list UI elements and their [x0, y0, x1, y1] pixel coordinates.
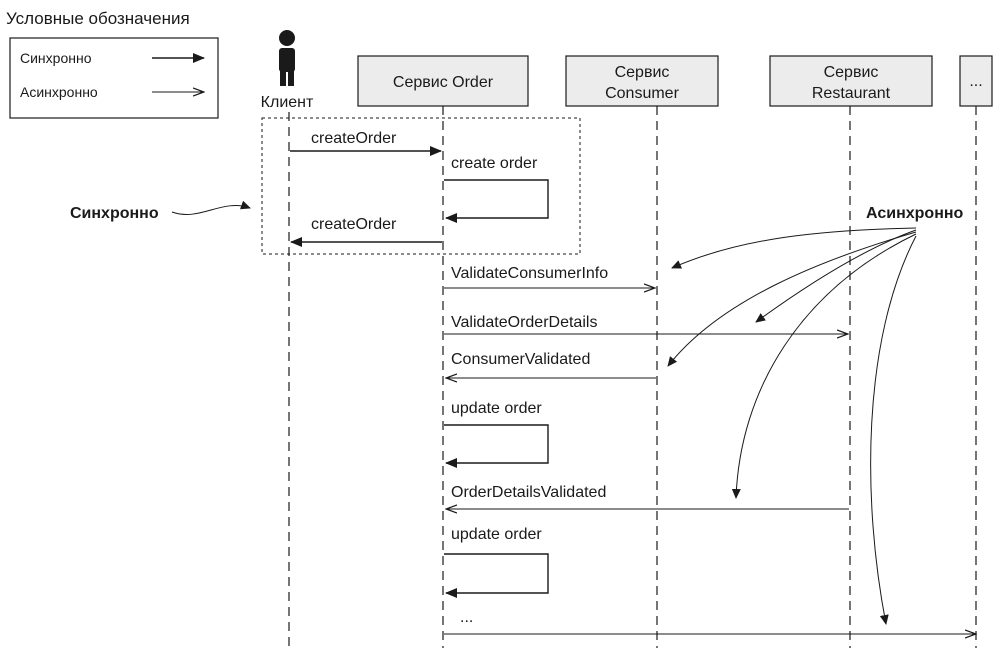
async-pointer-validate-order-details — [755, 229, 917, 323]
sync-callout-label: Синхронно — [70, 205, 159, 222]
restaurant-service-box — [769, 55, 933, 107]
consumer-service-label-2: Consumer — [605, 85, 679, 102]
client-person-icon — [279, 30, 295, 86]
msg-update-order-1-arrow — [444, 424, 549, 468]
async-pointer-consumer-validated — [667, 231, 917, 367]
legend-box — [9, 37, 219, 119]
msg-create-order-request-label: createOrder — [311, 130, 397, 147]
sync-group-frame — [261, 117, 581, 255]
legend-async-label: Асинхронно — [20, 84, 98, 100]
msg-consumer-validated-label: ConsumerValidated — [451, 351, 590, 368]
msg-create-order-reply-label: createOrder — [311, 216, 397, 233]
consumer-service-label-1: Сервис — [615, 64, 670, 81]
order-service-box — [357, 55, 529, 107]
restaurant-service-label-2: Restaurant — [812, 85, 891, 102]
msg-more-label: ... — [460, 609, 473, 626]
consumer-service-box — [565, 55, 719, 107]
msg-validate-order-details-label: ValidateOrderDetails — [451, 314, 597, 331]
async-callout-label: Асинхронно — [866, 205, 964, 222]
restaurant-service-label-1: Сервис — [824, 64, 879, 81]
more-services-box — [959, 55, 993, 107]
async-pointer-more — [870, 235, 917, 625]
msg-update-order-2-label: update order — [451, 526, 542, 543]
sync-callout-pointer — [171, 200, 251, 215]
msg-update-order-2-arrow — [444, 553, 549, 598]
async-callout-pointers — [667, 227, 917, 625]
legend-title: Условные обозначения — [6, 9, 190, 28]
order-service-label: Сервис Order — [393, 74, 494, 91]
msg-validate-consumer-info-label: ValidateConsumerInfo — [451, 265, 608, 282]
msg-update-order-1-label: update order — [451, 400, 542, 417]
msg-order-details-validated-label: OrderDetailsValidated — [451, 484, 606, 501]
msg-create-order-self-label: create order — [451, 155, 538, 172]
async-pointer-order-details-validated — [731, 233, 917, 499]
async-pointer-validate-consumer-info — [671, 227, 917, 269]
msg-create-order-self-arrow — [444, 179, 549, 223]
legend-sync-label: Синхронно — [20, 50, 92, 66]
client-label: Клиент — [261, 94, 314, 111]
more-services-label: ... — [969, 73, 982, 90]
